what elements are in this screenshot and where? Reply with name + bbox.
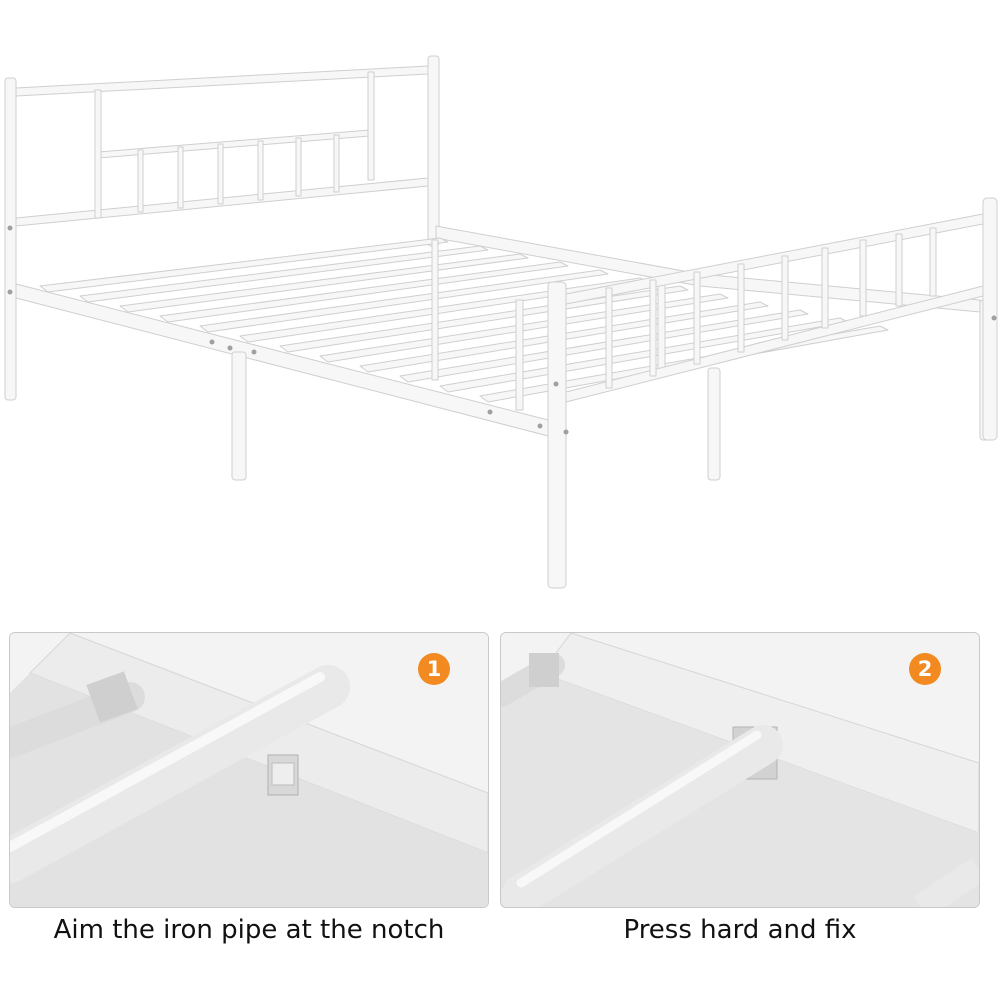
step-2-detail-photo: 2 [500, 632, 980, 908]
bed-leg [707, 367, 721, 481]
step-2-illustration [501, 633, 979, 907]
bed-leg [231, 351, 247, 481]
bed-frame-illustration [4, 55, 998, 589]
footboard-bottom-rail [565, 285, 984, 403]
footboard-right-post [982, 197, 998, 441]
footboard-left-post [547, 281, 567, 589]
headboard-left-post [4, 77, 17, 401]
step-1-caption: Aim the iron pipe at the notch [53, 915, 445, 945]
step-2-caption: Press hard and fix [623, 915, 857, 945]
bed-frame-image [4, 55, 998, 589]
step-number-badge: 1 [418, 653, 450, 685]
step-number-badge: 2 [909, 653, 941, 685]
step-1-detail-photo: 1 [9, 632, 489, 908]
headboard-right-post [427, 55, 440, 247]
step-1-illustration [10, 633, 488, 907]
headboard-top-rail [15, 65, 429, 97]
footboard-top-rail [565, 213, 984, 305]
